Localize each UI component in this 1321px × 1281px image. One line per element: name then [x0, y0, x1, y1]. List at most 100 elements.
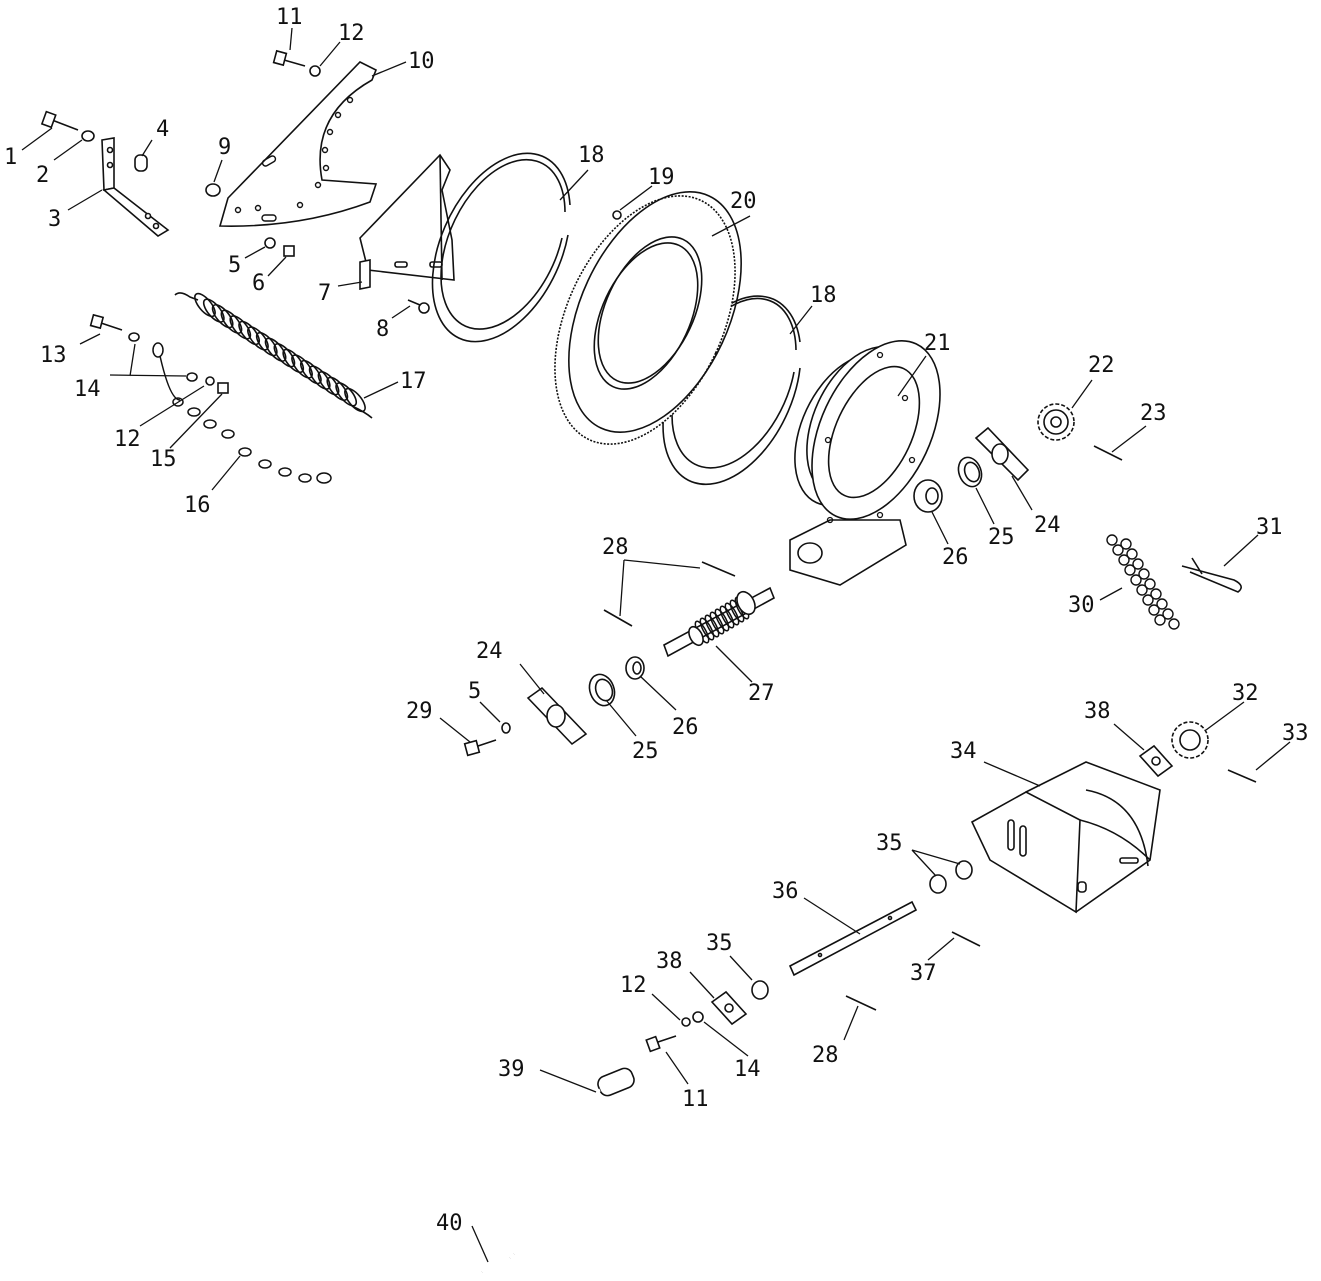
part-7-bracket	[359, 153, 455, 290]
leader-lines	[21, 27, 1291, 1263]
part-23-pin	[1093, 445, 1123, 461]
part-5-washer	[264, 237, 276, 249]
label-14-left: 14	[74, 377, 101, 402]
label-28-lower: 28	[812, 1043, 839, 1068]
label-8: 8	[376, 317, 389, 342]
label-24-upper: 24	[1034, 513, 1061, 538]
part-25-seal-b	[588, 673, 616, 707]
part-8-pin	[407, 299, 430, 314]
label-22: 22	[1088, 353, 1115, 378]
part-29-bolt	[463, 739, 497, 757]
part-18-snap-ring-a	[431, 152, 571, 343]
label-12-lower: 12	[620, 973, 647, 998]
label-23: 23	[1140, 401, 1167, 426]
part-26-bushing-a	[913, 479, 943, 513]
label-9: 9	[218, 135, 231, 160]
part-22-sprocket	[1037, 403, 1075, 441]
label-35-lower: 35	[706, 931, 733, 956]
part-33-pin	[1227, 769, 1257, 783]
label-4: 4	[156, 117, 169, 142]
label-32: 32	[1232, 681, 1259, 706]
label-25-lower: 25	[632, 739, 659, 764]
label-7: 7	[318, 281, 331, 306]
label-1: 1	[4, 145, 17, 170]
label-37: 37	[910, 961, 937, 986]
part-31-pin	[1181, 557, 1242, 593]
part-24-plate-b	[526, 686, 588, 746]
part-20-gear-ring	[554, 191, 742, 445]
part-37-pin	[951, 931, 981, 947]
label-12-top: 12	[338, 21, 365, 46]
part-10-plate	[218, 61, 378, 227]
label-12-left: 12	[114, 427, 141, 452]
part-13-bolt	[89, 313, 123, 331]
part-38-plate-a	[1138, 744, 1174, 778]
part-number-labels: 1 2 3 4 5 6 7 8 9 10 11 12 13 14 12 15 1…	[4, 5, 1309, 1236]
label-18-upper: 18	[578, 143, 605, 168]
part-12-nut-c	[681, 1017, 691, 1027]
part-28-pin-a	[701, 561, 736, 577]
label-11-top: 11	[276, 5, 303, 30]
part-12-nut	[309, 65, 321, 77]
label-2: 2	[36, 163, 49, 188]
part-11-bolt-b	[645, 1035, 677, 1053]
label-24-lower: 24	[476, 639, 503, 664]
part-11-bolt	[272, 49, 306, 67]
label-5-lower: 5	[468, 679, 481, 704]
part-12-nut-b	[205, 376, 215, 386]
label-34: 34	[950, 739, 977, 764]
part-38-plate-b	[710, 990, 748, 1026]
label-26-lower: 26	[672, 715, 699, 740]
label-28-upper: 28	[602, 535, 629, 560]
part-21-housing	[789, 340, 941, 586]
label-36: 36	[772, 879, 799, 904]
part-3-bracket	[101, 137, 170, 237]
label-29: 29	[406, 699, 433, 724]
label-20: 20	[730, 189, 757, 214]
part-26-bushing-b	[625, 656, 645, 680]
label-33: 33	[1282, 721, 1309, 746]
label-25-upper: 25	[988, 525, 1015, 550]
part-34-cover	[970, 761, 1161, 914]
label-35-upper: 35	[876, 831, 903, 856]
part-19-screw	[612, 210, 622, 220]
part-14-washer-b	[186, 372, 198, 382]
label-10: 10	[408, 49, 435, 74]
part-15-nut	[217, 382, 229, 394]
part-28-pin-c	[845, 995, 877, 1011]
part-16-chain	[152, 342, 332, 484]
label-40: 40	[436, 1211, 463, 1236]
part-17-spring	[174, 292, 373, 419]
part-32-sprocket	[1171, 721, 1209, 759]
label-38-lower: 38	[656, 949, 683, 974]
part-2-washer	[81, 130, 95, 142]
part-35-washer-a	[929, 874, 947, 894]
label-26-upper: 26	[942, 545, 969, 570]
part-6-nut	[283, 245, 295, 257]
part-5-washer-b	[501, 722, 511, 734]
label-6: 6	[252, 271, 265, 296]
label-30: 30	[1068, 593, 1095, 618]
label-27: 27	[748, 681, 775, 706]
part-36-shaft	[788, 900, 918, 977]
part-14-washer-c	[692, 1011, 704, 1023]
part-27-worm-shaft	[663, 586, 776, 658]
label-13: 13	[40, 343, 67, 368]
part-39-crank	[513, 1067, 635, 1256]
label-38-upper: 38	[1084, 699, 1111, 724]
label-39: 39	[498, 1057, 525, 1082]
label-31: 31	[1256, 515, 1283, 540]
label-11-lower: 11	[682, 1087, 709, 1112]
label-21: 21	[924, 331, 951, 356]
label-3: 3	[48, 207, 61, 232]
label-17: 17	[400, 369, 427, 394]
part-24-plate-a	[974, 426, 1030, 482]
label-5: 5	[228, 253, 241, 278]
part-14-washer	[128, 332, 140, 342]
label-15: 15	[150, 447, 177, 472]
part-25-seal-a	[957, 456, 983, 488]
label-18-lower: 18	[810, 283, 837, 308]
part-28-pin-b	[603, 609, 633, 627]
label-14-lower: 14	[734, 1057, 761, 1082]
